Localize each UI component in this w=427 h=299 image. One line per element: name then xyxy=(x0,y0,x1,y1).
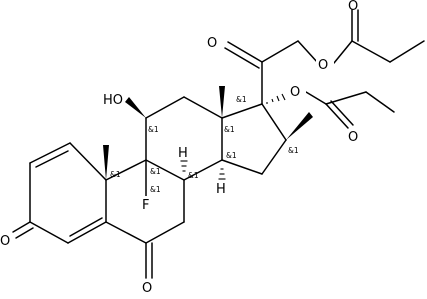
bond-c4-c5 xyxy=(67,221,107,244)
bond-ester2-carbonyl-a xyxy=(325,103,349,129)
bond-c11-c12 xyxy=(145,96,185,119)
wedge-c13-methyl xyxy=(219,86,225,118)
bond-c6-c7 xyxy=(145,221,185,244)
bond-c17-c16 xyxy=(261,103,287,141)
hash-c8-h xyxy=(180,160,188,172)
atom-o-ester-link1: O xyxy=(318,58,328,73)
atom-o-ester-link2: O xyxy=(290,85,300,100)
bond-c20-o-a xyxy=(227,41,263,63)
side-chain-c17-ketone xyxy=(224,9,425,105)
stereo-label-c16: &1 xyxy=(288,146,299,155)
bond-o-c-ester1 xyxy=(333,40,353,64)
bond-c4-c5-double xyxy=(69,217,103,237)
ring-b-bonds xyxy=(105,159,185,279)
hash-c17-o xyxy=(266,93,286,104)
wedge-c16-methyl xyxy=(286,112,313,140)
bond-c1-c10 xyxy=(69,142,107,181)
bond-c8-c9 xyxy=(145,159,185,181)
atom-o-ester-carbonyl2: O xyxy=(348,130,358,145)
stereo-label-c9: &1 xyxy=(150,167,161,176)
stereo-label-c10: &1 xyxy=(110,170,121,179)
wedge-c10-methyl xyxy=(103,145,109,180)
bond-ester2-c xyxy=(325,91,367,105)
stereo-label-c14: &1 xyxy=(226,151,237,160)
stereo-label-c13: &1 xyxy=(224,125,235,134)
substituent-bonds xyxy=(103,86,313,197)
ring-c-bonds xyxy=(145,96,223,181)
bond-c20-c21 xyxy=(261,40,299,63)
hash-c14-h xyxy=(218,168,226,180)
atom-fluorine: F xyxy=(142,198,149,213)
bond-c12-c13 xyxy=(183,96,223,119)
atom-hydroxyl: HO xyxy=(103,93,123,108)
bond-c16-c15 xyxy=(261,139,287,175)
bond-ester2-carbonyl-b xyxy=(330,100,354,126)
hashed-bonds xyxy=(180,93,286,180)
bond-c3-o-double-a xyxy=(12,221,31,233)
stereo-label-c17: &1 xyxy=(236,95,247,104)
bond-c3-o-double-b xyxy=(15,227,34,239)
atom-o-ester-carbonyl1: O xyxy=(348,0,358,14)
side-chain-c17-ester xyxy=(305,91,395,129)
bond-c15-c14 xyxy=(221,159,263,175)
atom-o-c6: O xyxy=(142,281,152,296)
bond-ester1-ch3 xyxy=(389,40,425,63)
stereo-label-c7: &1 xyxy=(150,185,161,194)
bond-c20-o-b xyxy=(224,47,260,69)
bond-c1-c2-double xyxy=(35,150,69,168)
wedge-c11-oh xyxy=(125,97,146,118)
bond-c3-c4 xyxy=(29,221,69,244)
atom-h-c14: H xyxy=(216,182,226,197)
bond-o-c-ester2 xyxy=(305,91,327,105)
bond-c1-c2 xyxy=(29,142,71,164)
stereo-label-c11: &1 xyxy=(148,125,159,134)
bond-ester1-c xyxy=(351,40,391,63)
stereo-labels: &1 &1 &1 &1 &1 &1 &1 &1 &1 xyxy=(110,95,299,194)
atom-o-ketone-side: O xyxy=(207,36,217,51)
atom-labels: O O O O O HO F O O H H xyxy=(0,0,358,296)
bond-c5-c6 xyxy=(105,221,147,244)
atom-h-c8: H xyxy=(178,146,188,161)
bond-c13-c17 xyxy=(221,103,263,119)
stereo-label-c8: &1 xyxy=(188,171,199,180)
bond-c21-o xyxy=(297,40,319,64)
ring-d-bonds xyxy=(221,103,287,175)
bond-c9-c10 xyxy=(105,159,147,181)
atom-o-c3: O xyxy=(0,234,10,249)
bond-c14-c8 xyxy=(183,159,223,181)
ring-a-bonds xyxy=(12,142,107,244)
bond-ester2-ch3 xyxy=(365,91,395,113)
